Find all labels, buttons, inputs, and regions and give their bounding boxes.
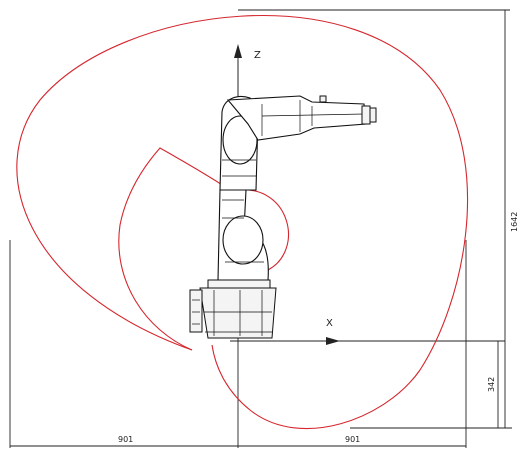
shoulder-joint xyxy=(222,215,264,265)
x-axis-label: X xyxy=(326,318,333,329)
robot-wrist xyxy=(319,95,377,125)
tool-flange xyxy=(369,107,377,123)
shoulder-envelope-arc xyxy=(237,189,290,271)
reach-right-label: 901 xyxy=(345,435,360,444)
labels: Z X 901 901 1642 342 xyxy=(118,50,519,444)
forearm-detail-line xyxy=(261,113,365,117)
reach-left-label: 901 xyxy=(118,435,133,444)
base-height-label: 342 xyxy=(487,377,496,392)
elbow-joint xyxy=(222,115,258,165)
height-total-label: 1642 xyxy=(510,212,519,232)
base-body xyxy=(199,287,277,339)
x-axis-arrow-icon xyxy=(326,337,340,345)
wrist-cap xyxy=(319,95,327,103)
z-axis-label: Z xyxy=(254,50,261,61)
wrist-flange xyxy=(361,105,371,125)
work-envelope xyxy=(16,15,469,430)
robot-forearm xyxy=(226,95,367,141)
outer-envelope-arc xyxy=(16,15,469,430)
axes xyxy=(234,44,340,345)
robot-base xyxy=(189,279,277,339)
forearm-body xyxy=(226,95,367,141)
robot-lower-arm xyxy=(217,189,269,281)
base-flange xyxy=(207,279,271,289)
z-axis-arrow-icon xyxy=(234,44,242,58)
inner-envelope-arc xyxy=(118,147,231,351)
base-connector xyxy=(189,289,203,333)
